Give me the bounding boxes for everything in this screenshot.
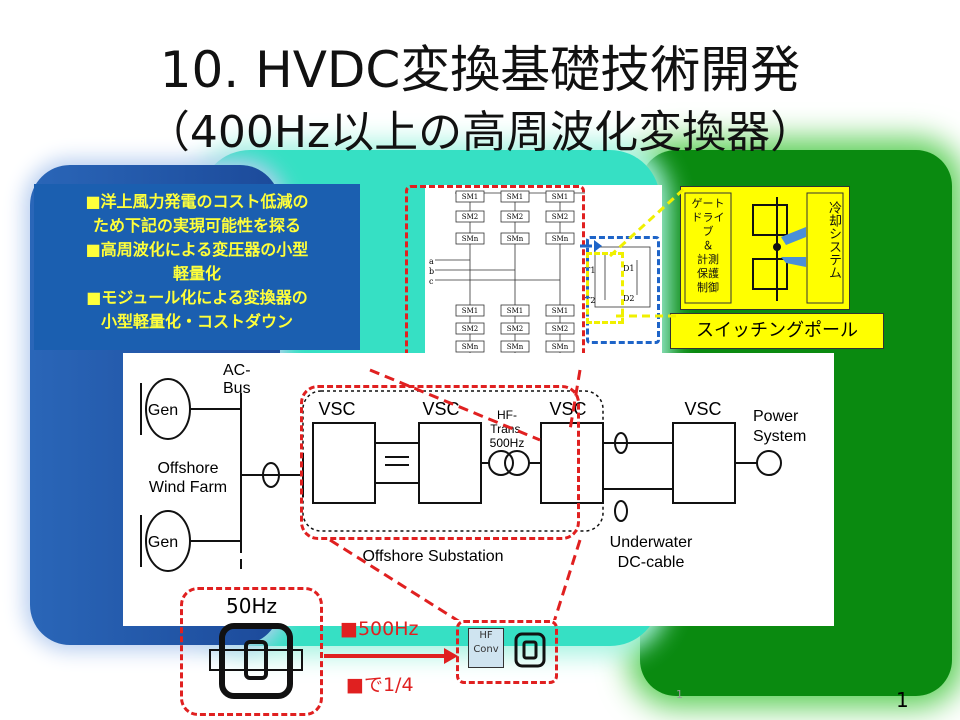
label-500hz: ■500Hz (340, 618, 419, 640)
transformer-500hz-icon (514, 632, 546, 668)
switch-label-d2: D2 (623, 294, 635, 303)
gate-drive-text: 保護 (697, 267, 719, 280)
transformer-500hz-frame (456, 620, 558, 684)
submodule-box (455, 232, 485, 245)
ac-bus-label: Bus (223, 380, 251, 397)
ac-bus-label: AC- (223, 362, 251, 379)
bullet-line: ため下記の実現可能性を探る (92, 216, 301, 235)
power-system-label: Power (753, 408, 799, 425)
label-ratio: ■で1/4 (346, 674, 414, 696)
label-50hz: 50Hz (226, 594, 277, 618)
wind-farm-label: Wind Farm (149, 479, 227, 496)
submodule-label: SM1 (507, 307, 523, 315)
submodule-box (500, 304, 530, 317)
gate-drive-text: ゲート (691, 197, 725, 210)
hf-trans-label: HF- (497, 408, 517, 422)
submodule-label: SMn (552, 343, 569, 351)
hf-trans-label: Trans. (490, 422, 524, 436)
hf-trans-label: 500Hz (490, 436, 525, 450)
phase-label-b: b (429, 267, 434, 276)
bullet-line: 小型軽量化・コストダウン (100, 312, 293, 331)
submodule-label: SMn (552, 235, 569, 243)
submodule-label: SM1 (507, 193, 523, 201)
hf-conv-box: HF Conv (468, 628, 504, 668)
submodule-label: SM1 (462, 193, 478, 201)
bullet-line: ■洋上風力発電のコスト低減の (85, 192, 309, 211)
transformer-50hz-frame (180, 587, 323, 716)
submodule-box (545, 304, 575, 317)
gen-label: Gen (148, 534, 178, 551)
switch-label-t1: T1 (585, 266, 595, 275)
submodule-box (545, 210, 575, 223)
vsc-label: VSC (684, 399, 721, 419)
switch-label-t2: T2 (585, 296, 595, 305)
switch-label-d1: D1 (623, 264, 635, 273)
gate-drive-text: ドライブ (691, 211, 725, 238)
submodule-label: SM1 (552, 193, 568, 201)
submodule-label: SM2 (507, 213, 523, 221)
slide-subtitle: （400Hz以上の高周波化変換器） (145, 107, 815, 158)
submodule-box (500, 322, 530, 335)
submodule-label: SM1 (552, 307, 568, 315)
submodule-label: SM1 (462, 307, 478, 315)
submodule-label: SM2 (462, 325, 478, 333)
phase-label-a: a (429, 257, 434, 266)
bullet-line: 軽量化 (172, 264, 221, 283)
power-system-label: System (753, 428, 806, 445)
size-reduction-arrow (324, 648, 458, 664)
cooling-system-text: 冷却システム (826, 201, 841, 279)
mmc-highlight-frame (405, 185, 585, 365)
connector-lines (580, 186, 687, 318)
switch-highlight-frame (586, 252, 624, 324)
submodule-box (455, 322, 485, 335)
submodule-box (500, 210, 530, 223)
submodule-label: SM2 (462, 213, 478, 221)
submodule-label: SM2 (552, 325, 568, 333)
substation-highlight-frame (300, 385, 580, 540)
page-number-small: 1 (676, 688, 683, 701)
bullet-list: ■洋上風力発電のコスト低減の ため下記の実現可能性を探る ■高周波化による変圧器… (34, 184, 360, 350)
switching-pole-diagram: ゲート ドライブ ＆ 計測 保護 制御 冷却システム (680, 186, 850, 310)
hf-conv-text: HF (479, 630, 493, 641)
submodule-label: SMn (462, 343, 479, 351)
submodule-box (455, 304, 485, 317)
gate-drive-text: ＆ (702, 239, 714, 252)
offshore-substation-label: Offshore Substation (362, 548, 503, 565)
slide-title: 10. HVDC変換基礎技術開発 (159, 41, 801, 99)
submodule-box (545, 340, 575, 353)
gate-drive-text: 計測 (697, 253, 719, 266)
submodule-box (545, 322, 575, 335)
vsc-label: VSC (318, 399, 355, 419)
submodule-box (500, 190, 530, 203)
transformer-50hz-icon (209, 623, 303, 699)
phase-label-c: c (429, 277, 434, 286)
underwater-label: DC-cable (618, 554, 685, 571)
hf-conv-text: Conv (473, 644, 499, 655)
bullet-line: ■モジュール化による変換器の (86, 288, 308, 307)
underwater-label: Underwater (610, 534, 693, 551)
submodule-label: SMn (507, 343, 524, 351)
gen-label: Gen (148, 402, 178, 419)
submodule-box (455, 340, 485, 353)
submodule-label: SM2 (507, 325, 523, 333)
submodule-box (500, 232, 530, 245)
wind-farm-label: Offshore (157, 460, 218, 477)
gate-drive-text: 制御 (697, 281, 719, 294)
submodule-box (545, 190, 575, 203)
bullet-line: ■高周波化による変圧器の小型 (85, 240, 309, 259)
submodule-box (455, 210, 485, 223)
page-number: 1 (896, 688, 909, 712)
submodule-box (545, 232, 575, 245)
submodule-label: SMn (462, 235, 479, 243)
submodule-box (455, 190, 485, 203)
switching-pole-label: スイッチングポール (670, 313, 884, 349)
hvdc-system-diagram: Gen Gen AC- Bus Offshore Wind Farm VSC V… (123, 353, 834, 626)
red-connector-lines (329, 368, 582, 620)
submodule-label: SMn (507, 235, 524, 243)
submodule-label: SM2 (552, 213, 568, 221)
submodule-box (500, 340, 530, 353)
